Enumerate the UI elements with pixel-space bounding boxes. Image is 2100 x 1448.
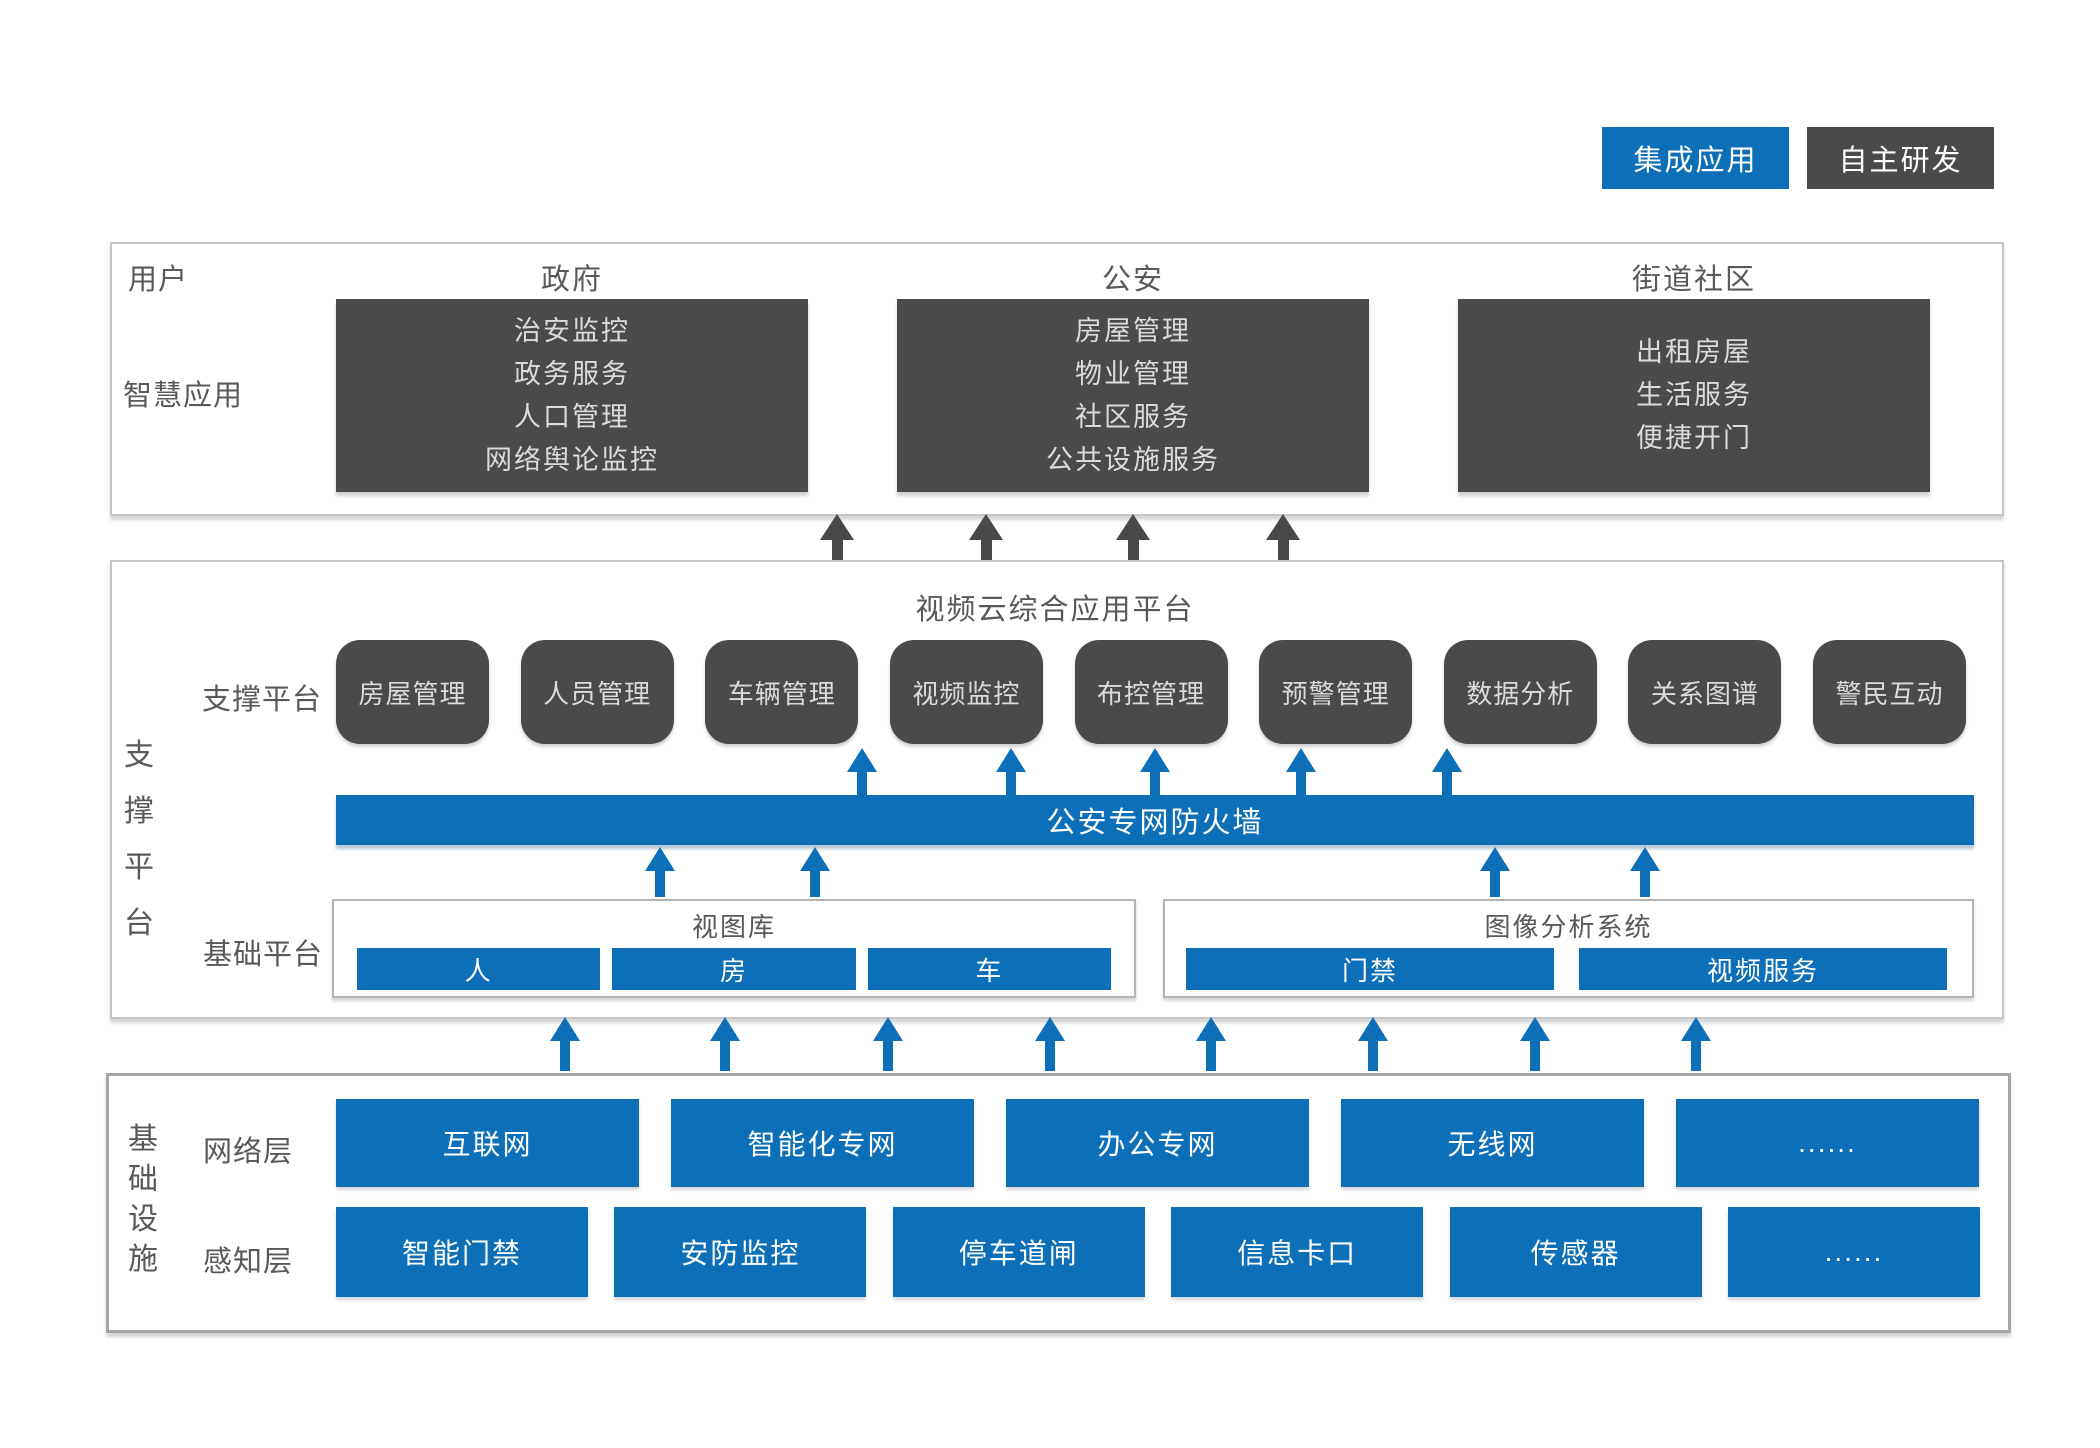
legend-integrated-app: 集成应用 <box>1602 127 1789 189</box>
column-header-police: 公安 <box>1101 264 1164 296</box>
firewall-label: 公安专网防火墙 <box>1046 807 1264 839</box>
up-arrow-icon <box>969 514 1003 562</box>
platform-box-video-monitor: 视频监控 <box>889 640 1043 744</box>
chip-access-control: 门禁 <box>1186 948 1554 990</box>
video-cloud-platform-title: 视频云综合应用平台 <box>915 594 1195 626</box>
up-arrow-icon <box>1480 847 1510 897</box>
app-item: 社区服务 <box>1075 401 1191 432</box>
base-platform-label: 基础平台 <box>203 939 324 971</box>
up-arrow-icon <box>1140 748 1170 795</box>
perception-box-smart-access: 智能门禁 <box>336 1207 588 1297</box>
up-arrow-icon <box>820 514 854 562</box>
view-library-group: 视图库 人 房 车 <box>332 899 1136 998</box>
up-arrow-icon <box>645 847 675 897</box>
image-analysis-chips: 门禁 视频服务 <box>1165 948 1972 990</box>
perception-layer-row: 智能门禁 安防监控 停车道闸 信息卡口 传感器 ...... <box>336 1207 1980 1297</box>
app-item: 便捷开门 <box>1636 423 1752 453</box>
network-box-office-private: 办公专网 <box>1006 1099 1309 1187</box>
firewall-bar: 公安专网防火墙 <box>336 795 1974 845</box>
view-library-title: 视图库 <box>691 912 776 942</box>
app-item: 生活服务 <box>1636 380 1752 410</box>
smart-apps-label: 智慧应用 <box>123 380 244 412</box>
network-box-internet: 互联网 <box>336 1099 639 1187</box>
app-box-community: 出租房屋 生活服务 便捷开门 <box>1458 299 1930 492</box>
platform-box-housing: 房屋管理 <box>336 640 489 744</box>
up-arrow-icon <box>550 1017 580 1071</box>
perception-box-sensor: 传感器 <box>1449 1207 1702 1297</box>
chip-house: 房 <box>612 948 856 990</box>
legend-integrated-label: 集成应用 <box>1633 145 1758 177</box>
perception-box-security-monitor: 安防监控 <box>614 1207 867 1297</box>
support-section-side-label: 支撑平台 <box>124 739 154 940</box>
app-box-police: 房屋管理 物业管理 社区服务 公共设施服务 <box>897 299 1369 492</box>
network-layer-row: 互联网 智能化专网 办公专网 无线网 ...... <box>336 1099 1979 1187</box>
app-item: 出租房屋 <box>1636 337 1752 367</box>
column-header-community: 街道社区 <box>1631 264 1756 296</box>
platform-box-data-analysis: 数据分析 <box>1443 640 1597 744</box>
up-arrow-icon <box>996 748 1026 795</box>
platform-box-vehicle: 车辆管理 <box>705 640 859 744</box>
infra-section-side-label: 基础设施 <box>128 1123 158 1276</box>
up-arrow-icon <box>1681 1017 1711 1071</box>
app-item: 房屋管理 <box>1075 315 1191 346</box>
up-arrow-icon <box>1035 1017 1065 1071</box>
image-analysis-title: 图像分析系统 <box>1484 912 1653 942</box>
app-item: 政务服务 <box>514 358 630 389</box>
platform-box-relation-graph: 关系图谱 <box>1628 640 1782 744</box>
platform-box-control: 布控管理 <box>1074 640 1228 744</box>
app-box-government: 治安监控 政务服务 人口管理 网络舆论监控 <box>336 299 808 492</box>
up-arrow-icon <box>1358 1017 1388 1071</box>
perception-layer-label: 感知层 <box>203 1246 294 1278</box>
chip-vehicle: 车 <box>867 948 1111 990</box>
app-item: 人口管理 <box>514 401 630 432</box>
app-item: 网络舆论监控 <box>485 444 659 475</box>
app-item: 公共设施服务 <box>1046 444 1220 475</box>
view-library-chips: 人 房 车 <box>334 948 1134 990</box>
legend-self-developed-label: 自主研发 <box>1838 145 1963 177</box>
chip-person: 人 <box>357 948 601 990</box>
up-arrow-icon <box>1520 1017 1550 1071</box>
legend-self-developed: 自主研发 <box>1807 127 1994 189</box>
column-header-government: 政府 <box>540 264 603 296</box>
chip-video-service: 视频服务 <box>1579 948 1947 990</box>
up-arrow-icon <box>1116 514 1150 562</box>
up-arrow-icon <box>800 847 830 897</box>
platform-box-warning: 预警管理 <box>1259 640 1413 744</box>
up-arrow-icon <box>1266 514 1300 562</box>
app-item: 物业管理 <box>1075 358 1191 389</box>
support-platform-label: 支撑平台 <box>202 684 323 716</box>
network-layer-label: 网络层 <box>203 1136 294 1168</box>
platform-box-personnel: 人员管理 <box>520 640 674 744</box>
platform-box-police-citizen: 警民互动 <box>1813 640 1966 744</box>
network-box-intelligent-private: 智能化专网 <box>671 1099 974 1187</box>
image-analysis-group: 图像分析系统 门禁 视频服务 <box>1163 899 1974 998</box>
up-arrow-icon <box>1432 748 1462 795</box>
perception-box-info-checkpoint: 信息卡口 <box>1171 1207 1424 1297</box>
platform-box-row: 房屋管理 人员管理 车辆管理 视频监控 布控管理 预警管理 数据分析 关系图谱 … <box>336 640 1966 744</box>
up-arrow-icon <box>1286 748 1316 795</box>
user-label: 用户 <box>128 264 189 296</box>
up-arrow-icon <box>710 1017 740 1071</box>
perception-box-parking-gate: 停车道闸 <box>892 1207 1145 1297</box>
network-box-wireless: 无线网 <box>1341 1099 1644 1187</box>
up-arrow-icon <box>873 1017 903 1071</box>
perception-box-more: ...... <box>1727 1207 1980 1297</box>
up-arrow-icon <box>1630 847 1660 897</box>
up-arrow-icon <box>847 748 877 795</box>
network-box-more: ...... <box>1676 1099 1979 1187</box>
app-item: 治安监控 <box>514 315 630 346</box>
up-arrow-icon <box>1196 1017 1226 1071</box>
